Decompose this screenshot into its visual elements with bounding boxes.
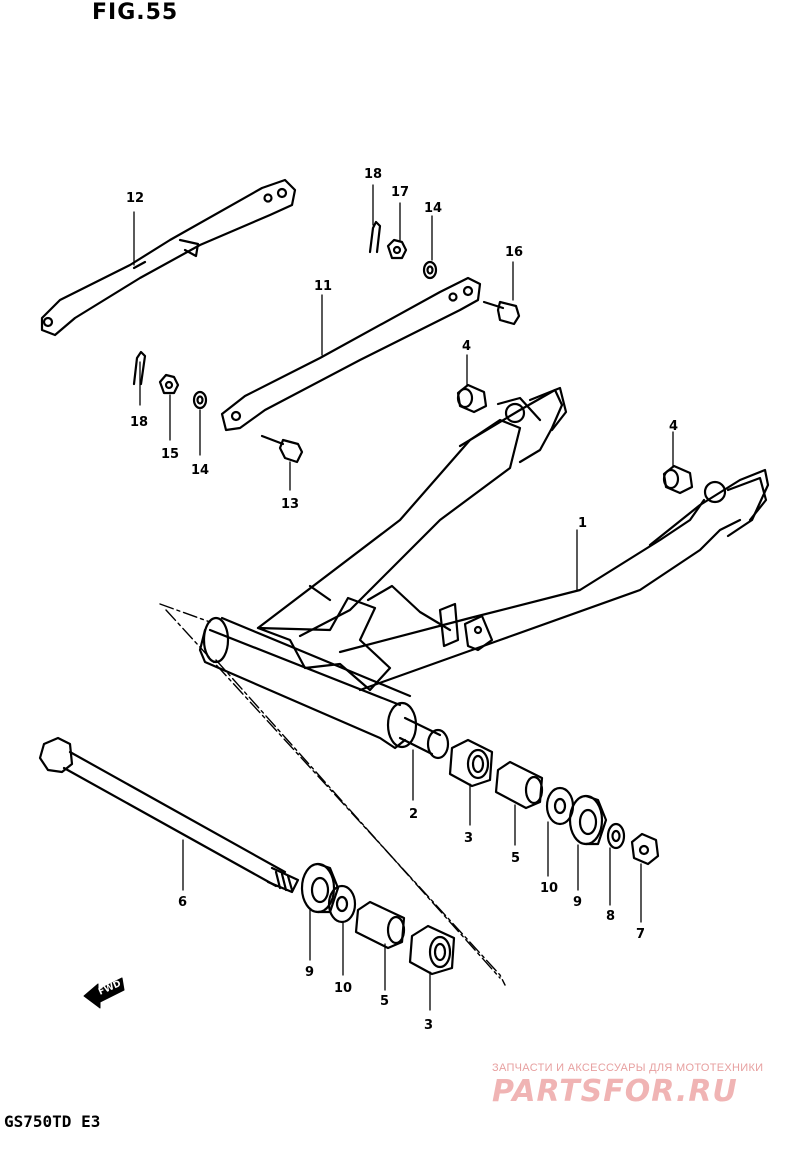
part-14-washer-lower bbox=[192, 390, 208, 410]
part-3-bearing-right bbox=[448, 738, 494, 788]
part-18-cotter-pin-lower bbox=[132, 350, 147, 386]
part-8-washer bbox=[606, 822, 626, 850]
callout-10-right: 10 bbox=[540, 881, 558, 896]
part-6-pivot-shaft bbox=[38, 736, 300, 894]
callout-9-right: 9 bbox=[573, 895, 582, 910]
part-11-torque-link bbox=[220, 276, 482, 432]
watermark-logo-text: PARTSFOR.RU bbox=[492, 1074, 738, 1109]
callout-labels: 1 2 3 3 4 4 5 5 6 7 8 9 9 10 10 11 12 13… bbox=[97, 167, 678, 1033]
callout-12: 12 bbox=[126, 191, 144, 206]
callout-13: 13 bbox=[281, 497, 299, 512]
callout-17: 17 bbox=[391, 185, 409, 200]
part-1-swingarm bbox=[198, 386, 770, 750]
callout-5-right: 5 bbox=[511, 851, 520, 866]
callout-6: 6 bbox=[178, 895, 187, 910]
part-2-sleeve bbox=[398, 716, 450, 760]
callout-18-upper: 18 bbox=[364, 167, 382, 182]
part-9-seal-left bbox=[300, 862, 340, 914]
part-5-spacer-left bbox=[354, 900, 406, 950]
leader-lines bbox=[133, 184, 674, 1011]
callout-15: 15 bbox=[161, 447, 179, 462]
callout-10-left: 10 bbox=[334, 981, 352, 996]
callout-7: 7 bbox=[636, 927, 645, 942]
callout-14-lower: 14 bbox=[191, 463, 209, 478]
callout-1: 1 bbox=[578, 516, 587, 531]
part-17-nut bbox=[386, 238, 408, 260]
part-4-bushing-upper bbox=[456, 383, 488, 414]
callout-2: 2 bbox=[409, 807, 418, 822]
callout-9-left: 9 bbox=[305, 965, 314, 980]
part-12-torque-link bbox=[40, 178, 297, 337]
callout-4-lower: 4 bbox=[669, 419, 678, 434]
part-3-bearing-left bbox=[408, 924, 456, 976]
figure-title: FIG.55 bbox=[92, 0, 179, 25]
callout-18-lower: 18 bbox=[130, 415, 148, 430]
callout-5-left: 5 bbox=[380, 994, 389, 1009]
callout-3-right: 3 bbox=[464, 831, 473, 846]
part-14-washer-upper bbox=[422, 260, 438, 280]
part-18-cotter-pin-upper bbox=[368, 220, 382, 254]
callout-3-left: 3 bbox=[424, 1018, 433, 1033]
callout-16: 16 bbox=[505, 245, 523, 260]
watermark-tagline: ЗАПЧАСТИ И АКСЕССУАРЫ ДЛЯ МОТОТЕХНИКИ bbox=[492, 1062, 764, 1074]
alignment-lines bbox=[159, 603, 506, 986]
part-13-bolt bbox=[260, 434, 304, 464]
model-code: GS750TD E3 bbox=[4, 1112, 101, 1131]
callout-11: 11 bbox=[314, 279, 332, 294]
callout-14-upper: 14 bbox=[424, 201, 442, 216]
callout-8: 8 bbox=[606, 909, 615, 924]
part-7-nut bbox=[630, 832, 660, 866]
part-9-seal-right bbox=[568, 794, 608, 846]
part-15-nut bbox=[158, 373, 180, 395]
callout-4-upper: 4 bbox=[462, 339, 471, 354]
part-4-bushing-lower bbox=[662, 464, 694, 495]
part-16-bolt bbox=[482, 300, 521, 326]
fwd-arrow bbox=[83, 977, 125, 1009]
part-5-spacer-right bbox=[494, 760, 544, 810]
